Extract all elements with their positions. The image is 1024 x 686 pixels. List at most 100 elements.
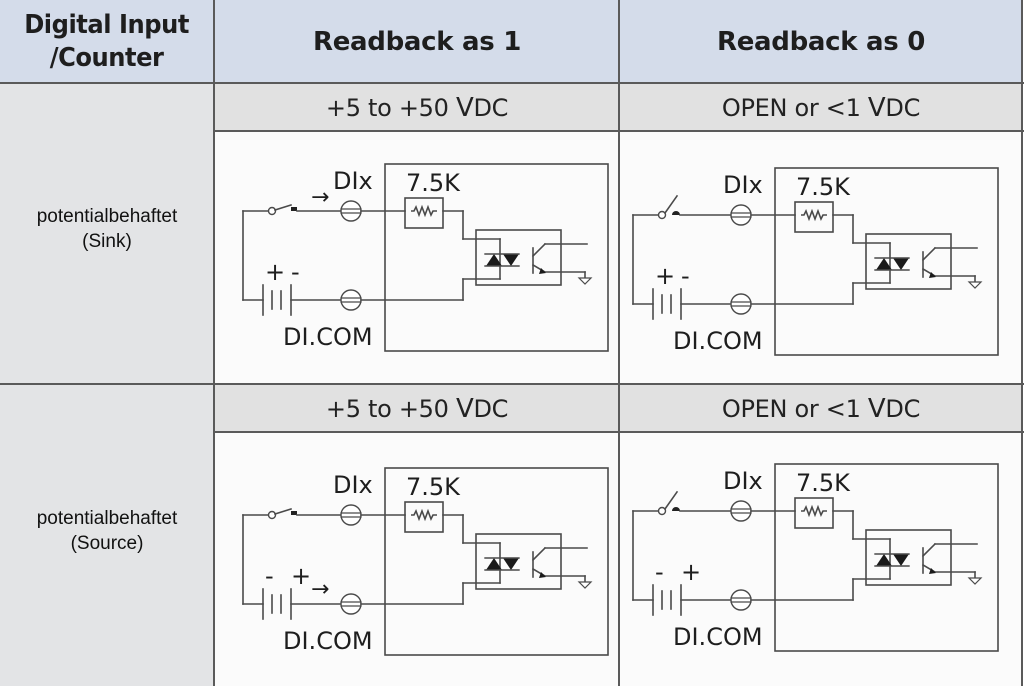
circuit-diagram: DIx→ +- DI.COM 7.5K bbox=[242, 163, 609, 352]
grid-line-sub-1 bbox=[214, 130, 1024, 132]
optocoupler-box bbox=[475, 533, 562, 590]
transistor-arrow-icon bbox=[539, 572, 546, 578]
grid-line-sub-2 bbox=[214, 431, 1024, 433]
dicom-terminal-icon bbox=[730, 589, 752, 611]
resistor-box bbox=[794, 497, 834, 529]
column-header-readback-0: Readback as 0 bbox=[620, 0, 1022, 83]
condition-unit-v: V bbox=[455, 393, 474, 424]
resistor-icon bbox=[801, 504, 827, 518]
dicom-terminal-icon bbox=[340, 593, 362, 615]
module-box bbox=[384, 163, 609, 352]
dix-label: DIx bbox=[333, 471, 373, 499]
resistor-label: 7.5K bbox=[406, 473, 461, 501]
switch-contact bbox=[291, 511, 297, 515]
condition-text: OPEN or <1 bbox=[721, 93, 868, 122]
transistor-collector bbox=[531, 546, 547, 562]
dicom-terminal-icon bbox=[340, 289, 362, 311]
dicom-label: DI.COM bbox=[673, 327, 763, 355]
row-label-sink-line-1: potentialbehaftet bbox=[36, 206, 178, 227]
column-header-readback-1: Readback as 1 bbox=[215, 0, 619, 83]
row-label-sink: potentialbehaftet (Sink) bbox=[0, 84, 214, 384]
current-arrow-icon: → bbox=[311, 185, 329, 210]
condition-unit-v: V bbox=[455, 92, 474, 123]
grid-line-col-2 bbox=[618, 0, 620, 686]
battery-polarity-left: - bbox=[265, 562, 274, 590]
condition-text: +5 to +50 bbox=[325, 93, 456, 122]
battery-polarity-left: + bbox=[265, 258, 285, 286]
led-down-icon bbox=[893, 258, 909, 270]
optocoupler-box bbox=[865, 529, 952, 586]
led-up-icon bbox=[486, 558, 502, 570]
corner-header-line-1: Digital Input bbox=[24, 9, 190, 40]
circuit-group: DIx→ +- DI.COM 7.5K bbox=[242, 163, 609, 352]
dix-label: DIx bbox=[723, 171, 763, 199]
diagram-sink-readback-1: DIx→ +- DI.COM 7.5K bbox=[215, 132, 619, 384]
switch-contact bbox=[672, 507, 680, 511]
switch-pivot bbox=[657, 210, 667, 220]
circuit-diagram: DIx +- DI.COM 7.5K bbox=[632, 167, 999, 356]
resistor-box bbox=[404, 501, 444, 533]
switch-lever bbox=[273, 507, 293, 516]
grid-line-col-1 bbox=[213, 0, 215, 686]
optocoupler-box bbox=[865, 233, 952, 290]
transistor-arrow-icon bbox=[929, 272, 936, 278]
row-label-source: potentialbehaftet (Source) bbox=[0, 385, 214, 686]
dix-terminal-icon bbox=[730, 500, 752, 522]
condition-unit-dc: DC bbox=[473, 93, 509, 122]
transistor-arrow-icon bbox=[539, 268, 546, 274]
switch-pivot bbox=[267, 206, 277, 216]
switch-pivot bbox=[267, 510, 277, 520]
grid-line-right bbox=[1021, 0, 1023, 686]
dix-terminal-icon bbox=[340, 504, 362, 526]
condition-unit-v: V bbox=[867, 393, 886, 424]
battery-polarity-right: + bbox=[681, 558, 701, 586]
switch-lever bbox=[273, 203, 293, 212]
grid-line-row bbox=[0, 383, 1024, 385]
resistor-box bbox=[404, 197, 444, 229]
transistor-collector bbox=[531, 242, 547, 258]
resistor-label: 7.5K bbox=[796, 173, 851, 201]
dix-label: DIx bbox=[723, 467, 763, 495]
dix-label: DIx bbox=[333, 167, 373, 195]
battery-polarity-right: - bbox=[291, 258, 300, 286]
dix-terminal-icon bbox=[340, 200, 362, 222]
transistor-arrow-icon bbox=[929, 568, 936, 574]
resistor-label: 7.5K bbox=[406, 169, 461, 197]
battery-polarity-left: + bbox=[655, 262, 675, 290]
optocoupler-box bbox=[475, 229, 562, 286]
resistor-label: 7.5K bbox=[796, 469, 851, 497]
corner-header-line-2: /Counter bbox=[50, 42, 164, 73]
dicom-label: DI.COM bbox=[283, 323, 373, 351]
resistor-icon bbox=[411, 508, 437, 522]
row-label-sink-line-2: (Sink) bbox=[82, 231, 132, 252]
switch-lever bbox=[663, 490, 679, 511]
resistor-icon bbox=[801, 208, 827, 222]
ground-icon bbox=[577, 581, 593, 589]
circuit-group: DIx +- DI.COM 7.5K bbox=[632, 167, 999, 356]
condition-unit-dc: DC bbox=[885, 394, 921, 423]
battery-polarity-right: - bbox=[681, 262, 690, 290]
switch-lever bbox=[663, 194, 679, 215]
ground-icon bbox=[967, 281, 983, 289]
condition-text: OPEN or <1 bbox=[721, 394, 868, 423]
resistor-box bbox=[794, 201, 834, 233]
led-down-icon bbox=[503, 254, 519, 266]
diagram-sink-readback-0: DIx +- DI.COM 7.5K bbox=[620, 132, 1022, 384]
condition-text: +5 to +50 bbox=[325, 394, 456, 423]
module-box bbox=[384, 467, 609, 656]
transistor-collector bbox=[921, 542, 937, 558]
row-label-source-line-2: (Source) bbox=[70, 532, 144, 554]
dicom-label: DI.COM bbox=[283, 627, 373, 655]
module-box bbox=[774, 167, 999, 356]
led-down-icon bbox=[503, 558, 519, 570]
